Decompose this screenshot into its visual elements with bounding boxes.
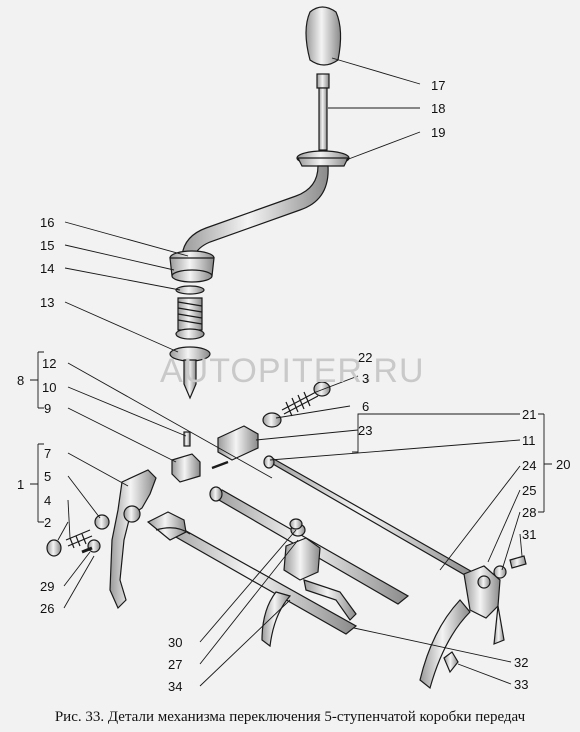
label-30: 30	[168, 635, 182, 650]
small-parts-left	[46, 514, 110, 557]
label-33: 33	[514, 677, 528, 692]
label-12: 12	[42, 356, 56, 371]
label-8: 8	[17, 373, 24, 388]
fork-left	[109, 469, 157, 610]
fork-right	[419, 565, 505, 690]
label-21: 21	[522, 407, 536, 422]
parts-diagram: AUTOPITER.RU 17 18 19 16 15 14 13 12 8 1…	[17, 6, 570, 694]
label-32: 32	[514, 655, 528, 670]
fork-middle	[261, 523, 357, 648]
label-15: 15	[40, 238, 54, 253]
label-11: 11	[522, 433, 536, 448]
label-20: 20	[556, 457, 570, 472]
label-18: 18	[431, 101, 445, 116]
lever-bottom-parts	[169, 250, 215, 400]
leader-lines	[30, 57, 552, 687]
label-5: 5	[44, 469, 51, 484]
fork-lower-left	[146, 511, 191, 541]
label-29: 29	[40, 579, 54, 594]
label-31: 31	[522, 527, 536, 542]
label-2: 2	[44, 515, 51, 530]
label-34: 34	[168, 679, 182, 694]
label-13: 13	[40, 295, 54, 310]
label-25: 25	[522, 483, 536, 498]
label-6: 6	[362, 399, 369, 414]
label-23: 23	[358, 423, 372, 438]
label-19: 19	[431, 125, 445, 140]
label-1: 1	[17, 477, 24, 492]
label-10: 10	[42, 380, 56, 395]
label-27: 27	[168, 657, 182, 672]
watermark: AUTOPITER.RU	[160, 352, 425, 390]
label-22: 22	[358, 350, 372, 365]
label-3: 3	[362, 371, 369, 386]
shaft-32	[158, 517, 358, 635]
label-4: 4	[44, 493, 51, 508]
label-28: 28	[522, 505, 536, 520]
lock-parts-left	[171, 431, 229, 483]
label-9: 9	[44, 401, 51, 416]
small-parts-right	[289, 518, 527, 674]
spring-assembly	[217, 381, 331, 461]
figure-caption: Рис. 33. Детали механизма переключения 5…	[54, 709, 526, 725]
label-16: 16	[40, 215, 54, 230]
callout-labels: 17 18 19 16 15 14 13 12 8 10 9 7 1 5 4 2…	[17, 78, 570, 694]
label-24: 24	[522, 458, 536, 473]
lever-rod	[181, 73, 350, 259]
label-17: 17	[431, 78, 445, 93]
label-7: 7	[44, 446, 51, 461]
label-26: 26	[40, 601, 54, 616]
gear-knob	[305, 6, 342, 66]
label-14: 14	[40, 261, 54, 276]
